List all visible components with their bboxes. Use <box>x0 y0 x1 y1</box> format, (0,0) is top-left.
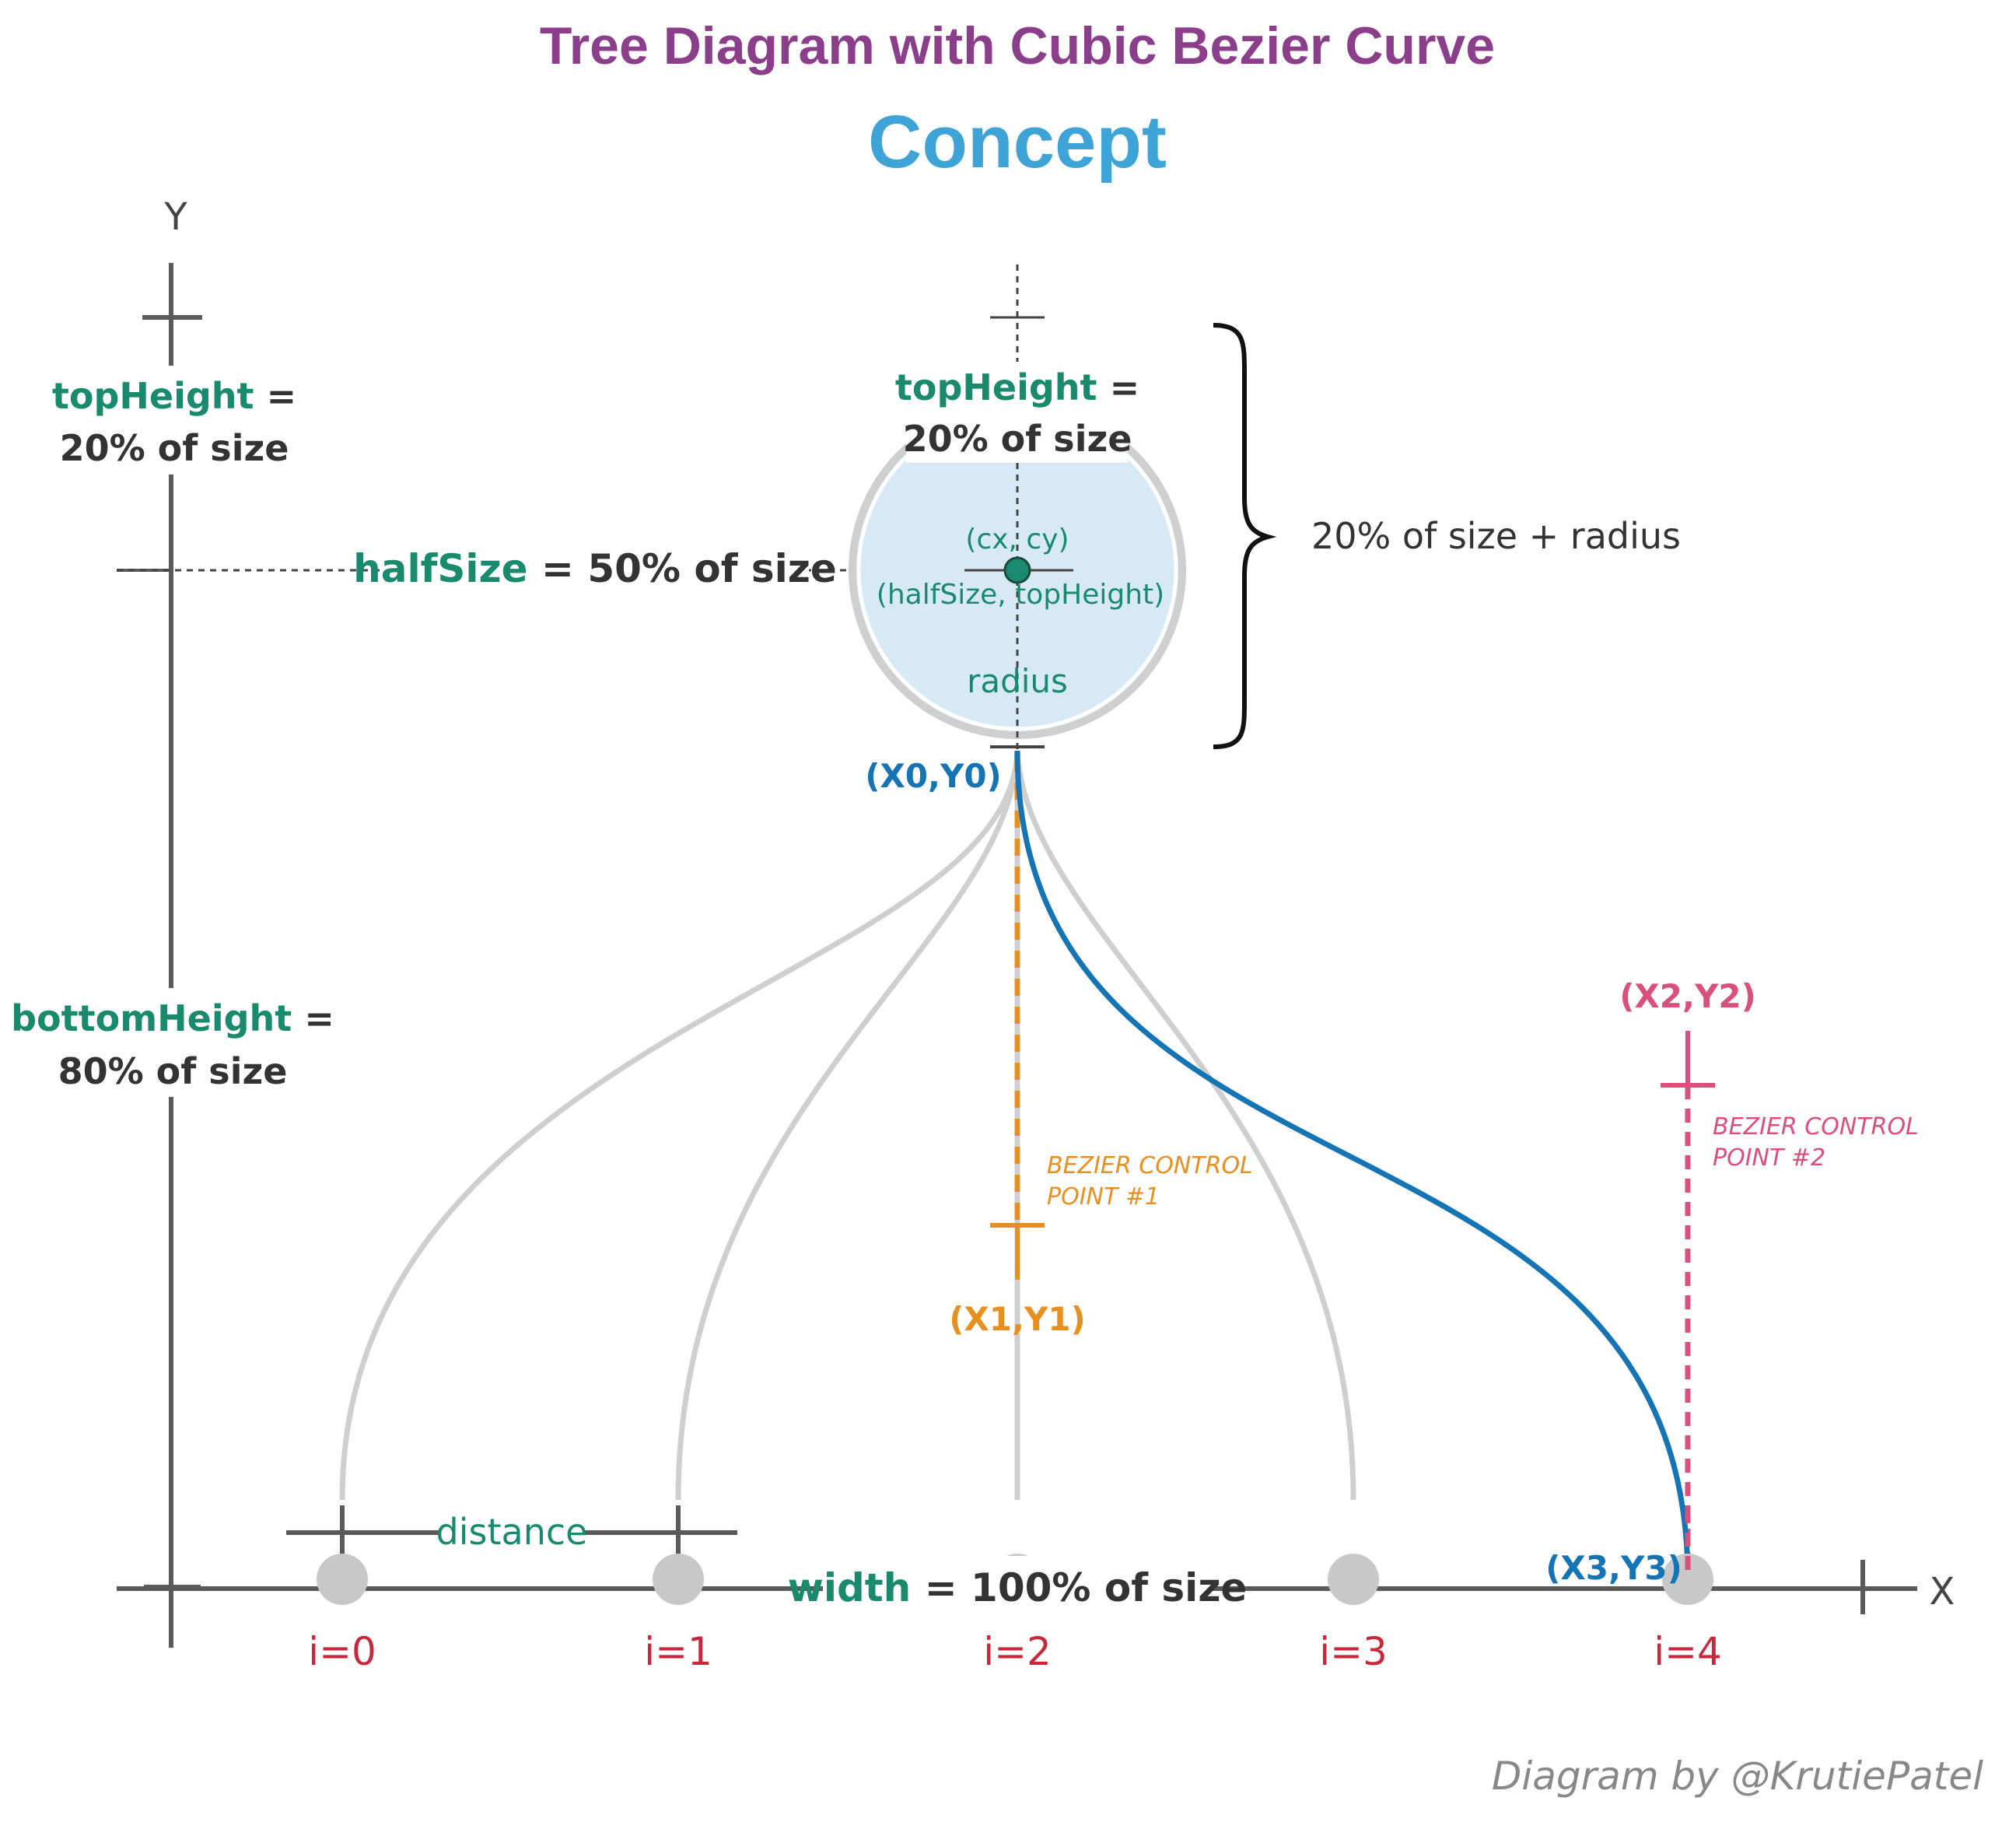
y-axis: Y <box>117 195 202 1648</box>
left-top-height-value: 20% of size <box>60 427 289 469</box>
branch-i0 <box>339 750 1020 1501</box>
center-top-height-value: 20% of size <box>903 418 1132 460</box>
center-coords-label: (halfSize, topHeight) <box>877 579 1164 611</box>
point-x2-y2-label: (X2,Y2) <box>1619 977 1756 1015</box>
y-axis-label: Y <box>163 195 187 239</box>
half-size-label: halfSize = 50% of size <box>353 541 837 597</box>
x-axis-label: X <box>1930 1570 1955 1614</box>
index-labels: i=0 i=1 i=2 i=3 i=4 <box>308 1629 1722 1674</box>
half-size-key: halfSize <box>353 546 527 591</box>
point-x3-y3-label: (X3,Y3) <box>1545 1549 1682 1587</box>
cp2-label-line1: BEZIER CONTROL <box>1713 1113 1919 1141</box>
cp2-label-line2: POINT #2 <box>1713 1144 1825 1172</box>
branch-i1 <box>675 750 1020 1501</box>
svg-text:bottomHeight =: bottomHeight = <box>11 997 334 1039</box>
width-label: width = 100% of size <box>788 1556 1248 1618</box>
center-top-height-label: topHeight = 20% of size <box>895 362 1139 463</box>
svg-text:topHeight =: topHeight = <box>52 375 296 417</box>
point-x1-y1-label: (X1,Y1) <box>949 1300 1086 1338</box>
cp1-label-line1: BEZIER CONTROL <box>1047 1152 1253 1179</box>
width-key: width <box>788 1565 912 1610</box>
left-bottom-height-eq: = <box>304 997 334 1039</box>
control-point-1 <box>990 755 1045 1280</box>
svg-text:halfSize = 50% o: halfSize = 50% of size <box>353 546 837 591</box>
credit: Diagram by @KrutiePatel <box>1492 1754 1983 1799</box>
width-eq: = <box>925 1565 957 1610</box>
leaf-node-i3 <box>1328 1554 1379 1605</box>
radius-label: radius <box>967 662 1068 700</box>
leaf-node-i4 <box>1662 1554 1713 1605</box>
leaf-node-i0 <box>317 1554 368 1605</box>
diagram-subtitle: Concept <box>868 100 1167 184</box>
cx-cy-label: (cx, cy) <box>965 524 1069 555</box>
left-bottom-height-key: bottomHeight <box>11 997 292 1039</box>
bezier-curve-i4 <box>1014 750 1691 1580</box>
control-point-2 <box>1661 1031 1715 1579</box>
left-bottom-height-label: bottomHeight = 80% of size <box>11 988 334 1097</box>
width-value: 100% of size <box>971 1565 1247 1610</box>
center-top-height-key: topHeight <box>895 366 1097 408</box>
inactive-branches <box>339 750 1356 1501</box>
center-point <box>1003 556 1031 584</box>
point-x0-y0-label: (X0,Y0) <box>865 757 1002 795</box>
index-label-i3: i=3 <box>1319 1629 1388 1674</box>
index-label-i2: i=2 <box>983 1629 1052 1674</box>
half-size-value: 50% of size <box>587 546 837 591</box>
left-top-height-eq: = <box>267 375 297 417</box>
brace-label: 20% of size + radius <box>1311 515 1681 557</box>
half-size-eq: = <box>541 546 574 591</box>
index-label-i4: i=4 <box>1654 1629 1722 1674</box>
index-label-i1: i=1 <box>644 1629 712 1674</box>
leaf-node-i1 <box>653 1554 704 1605</box>
cp1-label-line2: POINT #1 <box>1047 1183 1160 1211</box>
center-top-height-eq: = <box>1110 366 1140 408</box>
svg-text:width = 100% of: width = 100% of size <box>788 1565 1248 1610</box>
distance-dimension: distance <box>286 1505 737 1564</box>
branch-i3 <box>1014 750 1356 1501</box>
curly-brace <box>1213 323 1277 749</box>
svg-text:topHeight =: topHeight = <box>895 366 1139 408</box>
left-top-height-key: topHeight <box>52 375 254 417</box>
index-label-i0: i=0 <box>308 1629 376 1674</box>
diagram-title: Tree Diagram with Cubic Bezier Curve <box>540 16 1495 75</box>
left-bottom-height-value: 80% of size <box>58 1050 288 1092</box>
distance-label: distance <box>436 1511 588 1553</box>
left-top-height-label: topHeight = 20% of size <box>52 366 296 475</box>
